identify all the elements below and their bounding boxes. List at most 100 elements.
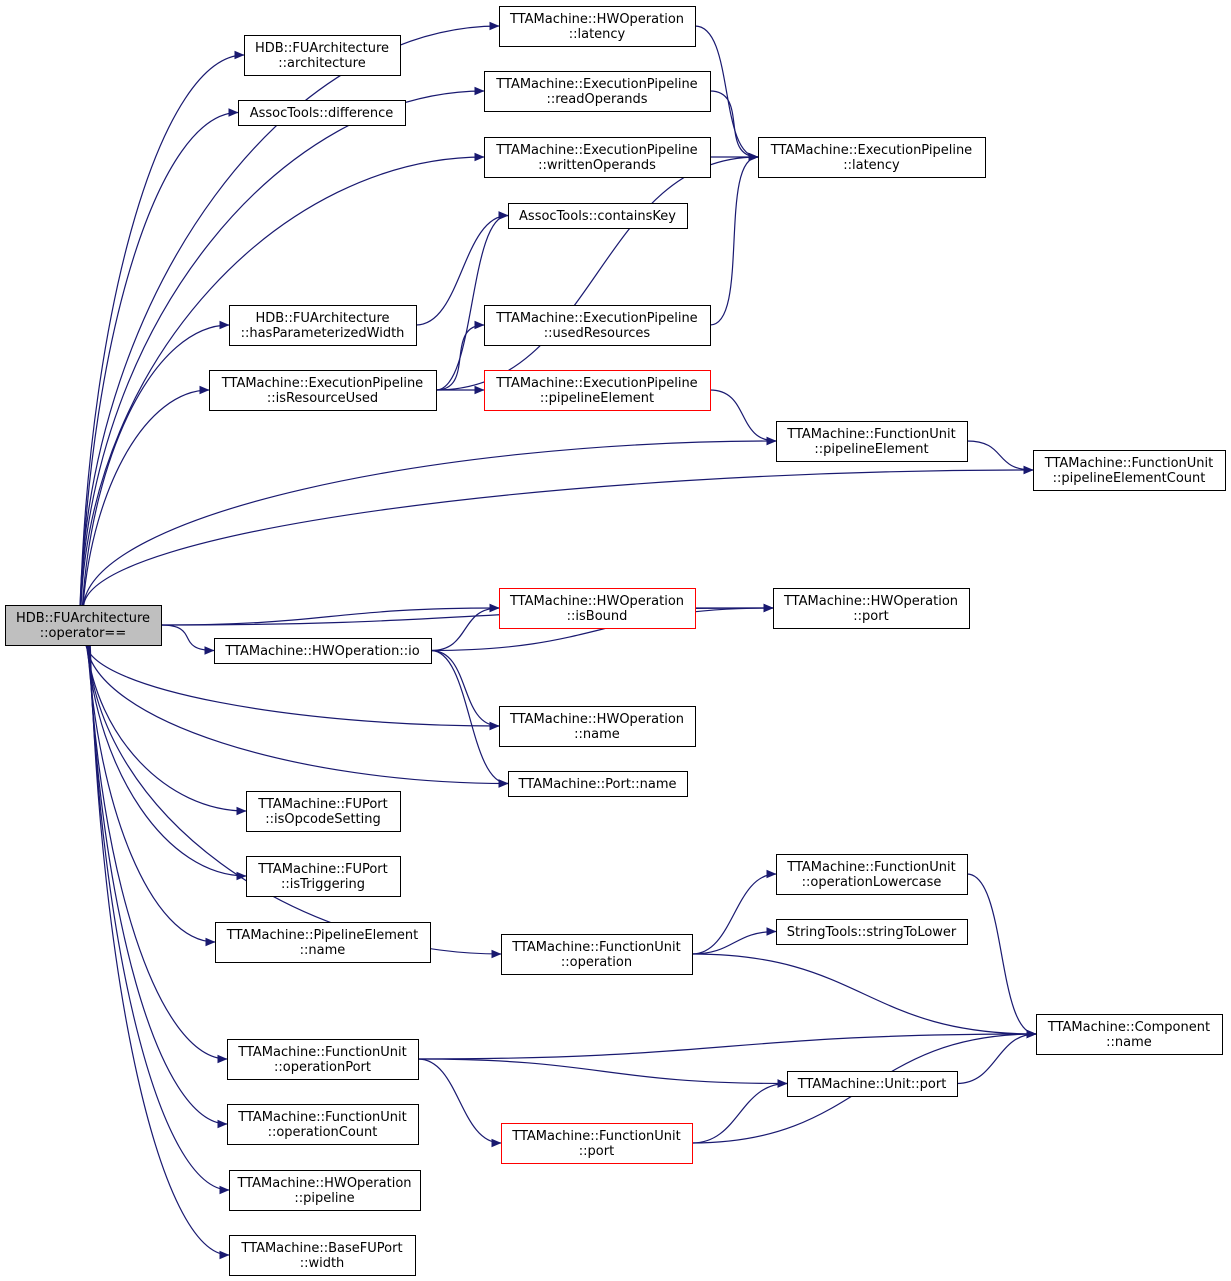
node-box-st_stringToLower[interactable] — [776, 919, 968, 945]
node-fu_operationPort[interactable]: TTAMachine::FunctionUnit::operationPort — [227, 1039, 419, 1080]
node-ep_usedResources[interactable]: TTAMachine::ExecutionPipeline::usedResou… — [484, 305, 711, 346]
node-unit_port[interactable]: TTAMachine::Unit::port — [787, 1071, 958, 1097]
node-label-ep_readOperands-line0: TTAMachine::ExecutionPipeline — [495, 77, 697, 92]
node-ep_latency[interactable]: TTAMachine::ExecutionPipeline::latency — [758, 137, 986, 178]
node-fu_pipelineElementCount[interactable]: TTAMachine::FunctionUnit::pipelineElemen… — [1033, 450, 1226, 491]
node-box-hwop_pipeline[interactable] — [229, 1170, 421, 1211]
node-label-fu_operationCount-line1: ::operationCount — [268, 1125, 378, 1140]
node-box-assoc_containsKey[interactable] — [508, 203, 688, 229]
node-fuarch_hasParamWidth[interactable]: HDB::FUArchitecture::hasParameterizedWid… — [229, 305, 417, 346]
node-fuarch_architecture[interactable]: HDB::FUArchitecture::architecture — [244, 35, 401, 76]
node-box-fuport_isOpcodeSetting[interactable] — [246, 791, 401, 832]
node-label-component_name-line1: ::name — [1106, 1035, 1152, 1050]
node-box-fuarch_architecture[interactable] — [244, 35, 401, 76]
edge-root-to-pe_name — [87, 644, 216, 947]
node-label-fu_port-line1: ::port — [579, 1144, 614, 1159]
node-box-hwop_io[interactable] — [214, 638, 432, 664]
node-box-hwop_latency[interactable] — [499, 6, 696, 47]
edge-fu_port-to-unit_port — [691, 1079, 788, 1144]
node-assoc_difference[interactable]: AssocTools::difference — [238, 100, 406, 126]
node-box-root[interactable] — [5, 605, 162, 646]
edge-ep_pipelineElement-to-fu_pipelineElement — [709, 389, 777, 446]
edge-fu_operationPort-to-unit_port — [417, 1058, 788, 1088]
edge-root-to-port_name — [85, 644, 509, 788]
node-label-fu_operationLowercase-line0: TTAMachine::FunctionUnit — [786, 860, 955, 875]
node-label-fu_operationPort-line0: TTAMachine::FunctionUnit — [237, 1045, 406, 1060]
node-box-basefuport_width[interactable] — [229, 1235, 416, 1276]
node-box-hwop_port[interactable] — [773, 588, 970, 629]
node-hwop_io[interactable]: TTAMachine::HWOperation::io — [214, 638, 432, 664]
node-fuport_isTriggering[interactable]: TTAMachine::FUPort::isTriggering — [246, 856, 401, 897]
node-port_name[interactable]: TTAMachine::Port::name — [508, 771, 688, 797]
node-box-fu_operationPort[interactable] — [227, 1039, 419, 1080]
node-st_stringToLower[interactable]: StringTools::stringToLower — [776, 919, 968, 945]
node-label-component_name-line0: TTAMachine::Component — [1047, 1020, 1210, 1035]
node-box-ep_pipelineElement[interactable] — [484, 370, 711, 411]
node-box-ep_writtenOperands[interactable] — [484, 137, 711, 178]
node-label-hwop_pipeline-line1: ::pipeline — [294, 1191, 354, 1206]
node-box-fuarch_hasParamWidth[interactable] — [229, 305, 417, 346]
node-hwop_name[interactable]: TTAMachine::HWOperation::name — [499, 706, 696, 747]
edge-root-to-fu_operationCount — [88, 644, 228, 1129]
node-box-fu_port[interactable] — [501, 1123, 693, 1164]
node-component_name[interactable]: TTAMachine::Component::name — [1036, 1014, 1223, 1055]
edge-root-to-fu_pipelineElementCount — [83, 465, 1034, 606]
node-box-unit_port[interactable] — [787, 1071, 958, 1097]
edge-fu_operationPort-to-fu_port — [417, 1058, 502, 1148]
node-label-hwop_latency-line1: ::latency — [569, 27, 626, 42]
node-box-hwop_name[interactable] — [499, 706, 696, 747]
node-box-port_name[interactable] — [508, 771, 688, 797]
node-label-hwop_name-line0: TTAMachine::HWOperation — [509, 712, 684, 727]
node-box-component_name[interactable] — [1036, 1014, 1223, 1055]
node-label-st_stringToLower-line0: StringTools::stringToLower — [787, 925, 957, 940]
node-label-fu_pipelineElementCount-line0: TTAMachine::FunctionUnit — [1044, 456, 1213, 471]
node-hwop_port[interactable]: TTAMachine::HWOperation::port — [773, 588, 970, 629]
node-label-port_name-line0: TTAMachine::Port::name — [517, 777, 676, 792]
node-label-fu_pipelineElement-line0: TTAMachine::FunctionUnit — [786, 427, 955, 442]
edge-ep_readOperands-to-ep_latency — [709, 90, 759, 162]
node-pe_name[interactable]: TTAMachine::PipelineElement::name — [215, 922, 431, 963]
node-box-ep_readOperands[interactable] — [484, 71, 711, 112]
node-ep_readOperands[interactable]: TTAMachine::ExecutionPipeline::readOpera… — [484, 71, 711, 112]
edge-root-to-hwop_isBound — [160, 603, 500, 626]
node-root[interactable]: HDB::FUArchitecture::operator== — [5, 605, 162, 646]
node-box-hwop_isBound[interactable] — [499, 588, 696, 629]
node-box-ep_latency[interactable] — [758, 137, 986, 178]
edge-hwop_io-to-hwop_port — [430, 603, 774, 652]
node-fu_operationLowercase[interactable]: TTAMachine::FunctionUnit::operationLower… — [776, 854, 968, 895]
node-ep_writtenOperands[interactable]: TTAMachine::ExecutionPipeline::writtenOp… — [484, 137, 711, 178]
node-box-ep_usedResources[interactable] — [484, 305, 711, 346]
node-fu_operation[interactable]: TTAMachine::FunctionUnit::operation — [501, 934, 693, 975]
edge-root-to-ep_isResourceUsed — [82, 385, 210, 606]
node-fu_pipelineElement[interactable]: TTAMachine::FunctionUnit::pipelineElemen… — [776, 421, 968, 462]
node-ep_isResourceUsed[interactable]: TTAMachine::ExecutionPipeline::isResourc… — [209, 370, 437, 411]
node-box-fu_operationCount[interactable] — [227, 1104, 419, 1145]
edge-ep_isResourceUsed-to-assoc_containsKey — [435, 211, 509, 391]
edge-ep_usedResources-to-ep_latency — [709, 152, 759, 326]
node-label-fu_operation-line0: TTAMachine::FunctionUnit — [511, 940, 680, 955]
node-box-fu_pipelineElementCount[interactable] — [1033, 450, 1226, 491]
node-fu_port[interactable]: TTAMachine::FunctionUnit::port — [501, 1123, 693, 1164]
node-box-fu_operationLowercase[interactable] — [776, 854, 968, 895]
node-box-assoc_difference[interactable] — [238, 100, 406, 126]
node-label-ep_isResourceUsed-line0: TTAMachine::ExecutionPipeline — [221, 376, 423, 391]
node-fu_operationCount[interactable]: TTAMachine::FunctionUnit::operationCount — [227, 1104, 419, 1145]
node-box-ep_isResourceUsed[interactable] — [209, 370, 437, 411]
node-box-fu_pipelineElement[interactable] — [776, 421, 968, 462]
node-hwop_isBound[interactable]: TTAMachine::HWOperation::isBound — [499, 588, 696, 629]
node-ep_pipelineElement[interactable]: TTAMachine::ExecutionPipeline::pipelineE… — [484, 370, 711, 411]
node-box-fu_operation[interactable] — [501, 934, 693, 975]
node-fuport_isOpcodeSetting[interactable]: TTAMachine::FUPort::isOpcodeSetting — [246, 791, 401, 832]
node-basefuport_width[interactable]: TTAMachine::BaseFUPort::width — [229, 1235, 416, 1276]
node-assoc_containsKey[interactable]: AssocTools::containsKey — [508, 203, 688, 229]
node-label-hwop_latency-line0: TTAMachine::HWOperation — [509, 12, 684, 27]
node-hwop_pipeline[interactable]: TTAMachine::HWOperation::pipeline — [229, 1170, 421, 1211]
node-box-pe_name[interactable] — [215, 922, 431, 963]
node-box-fuport_isTriggering[interactable] — [246, 856, 401, 897]
node-label-fuport_isOpcodeSetting-line0: TTAMachine::FUPort — [257, 797, 387, 812]
edge-root-to-fuport_isTriggering — [86, 644, 247, 881]
node-label-fu_operationCount-line0: TTAMachine::FunctionUnit — [237, 1110, 406, 1125]
node-label-fuport_isTriggering-line1: ::isTriggering — [281, 877, 365, 892]
edge-unit_port-to-component_name — [956, 1029, 1037, 1085]
node-hwop_latency[interactable]: TTAMachine::HWOperation::latency — [499, 6, 696, 47]
